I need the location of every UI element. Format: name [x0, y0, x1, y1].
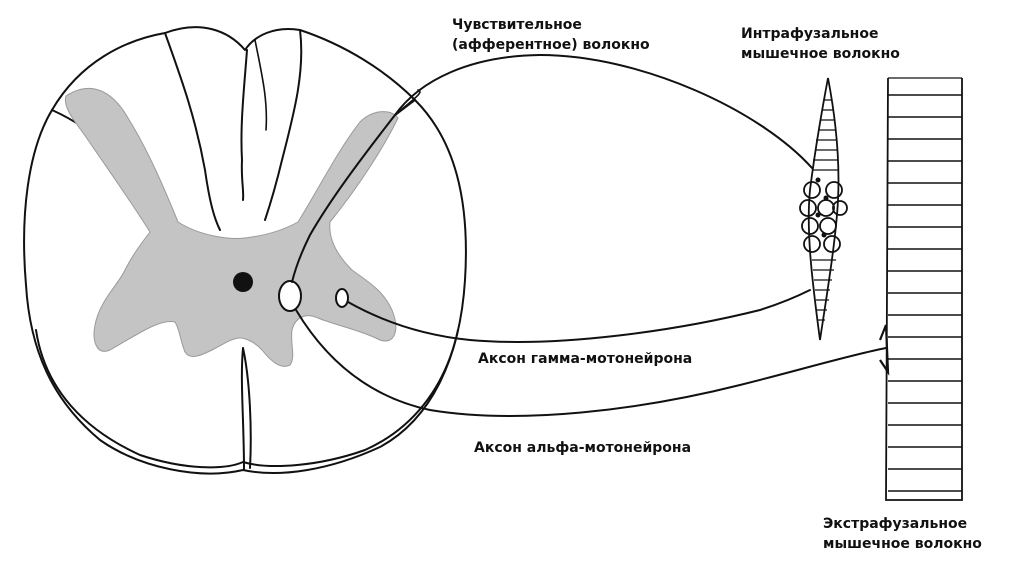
intrafusal-fiber-label-line1: Интрафузальное: [741, 26, 879, 42]
sensory-fiber-label-line1: Чувствительное: [452, 17, 582, 33]
gray-matter: [64, 87, 399, 367]
intrafusal-fiber-label-line2: мышечное волокно: [741, 46, 900, 62]
gamma-motor-axon: [347, 289, 811, 343]
central-canal: [233, 272, 253, 292]
sensory-afferent-fiber: [291, 53, 813, 283]
extrafusal-fiber: [878, 77, 963, 501]
gamma-motoneuron: [335, 288, 349, 308]
posterior-median-sulcus: [240, 49, 248, 201]
posterior-column-right: [264, 29, 303, 221]
intrafusal-fiber: [799, 77, 848, 341]
extrafusal-fiber-label-line2: мышечное волокно: [823, 536, 982, 552]
extrafusal-fiber-label: Экстрафузальное мышечное волокно: [823, 514, 982, 554]
anterior-median-fissure: [240, 347, 252, 471]
extrafusal-fiber-label-line1: Экстрафузальное: [823, 516, 968, 532]
alpha-axon-label: Аксон альфа-мотонейрона: [474, 440, 692, 456]
alpha-motor-axon: [295, 309, 887, 417]
gamma-axon-label: Аксон гамма-мотонейрона: [478, 351, 693, 367]
alpha-motoneuron: [278, 280, 302, 312]
sensory-fiber-label: Чувствительное (афферентное) волокно: [452, 15, 650, 55]
posterior-column-left: [164, 32, 221, 231]
intrafusal-fiber-label: Интрафузальное мышечное волокно: [741, 24, 900, 64]
sensory-fiber-label-line2: (афферентное) волокно: [452, 37, 650, 53]
